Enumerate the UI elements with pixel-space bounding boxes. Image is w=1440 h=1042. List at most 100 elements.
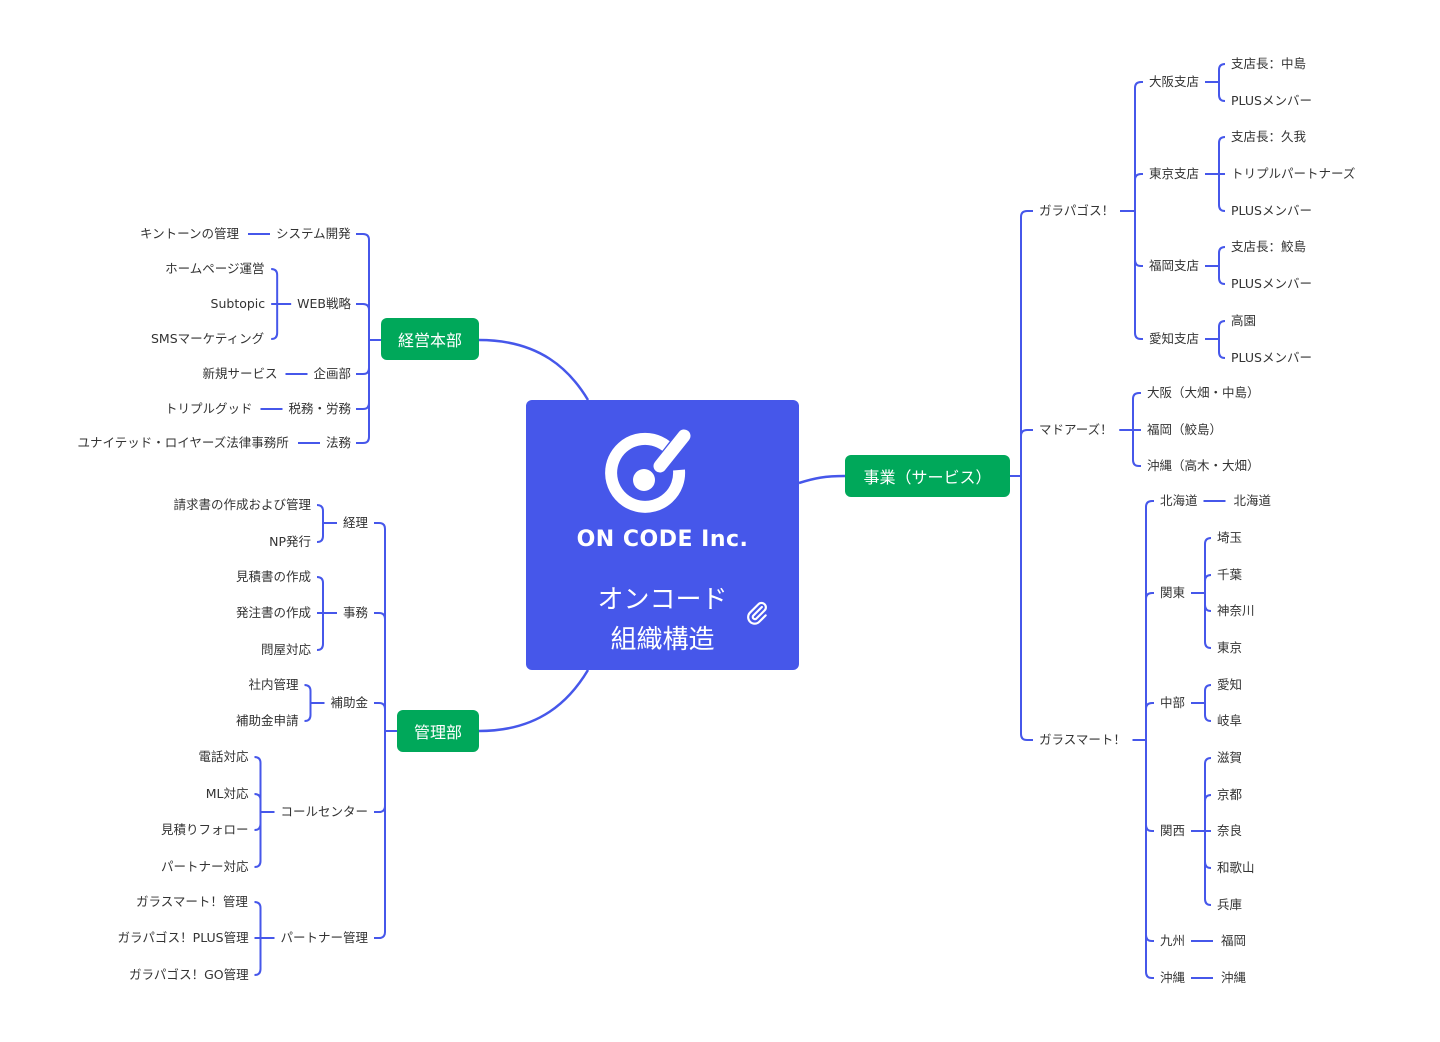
branch-item[interactable]: 沖縄 <box>1160 970 1186 985</box>
connector <box>1204 714 1212 722</box>
subtopic-item[interactable]: マドアーズ！ <box>1039 422 1113 437</box>
leaf-item[interactable]: PLUSメンバー <box>1231 276 1312 291</box>
leaf-item[interactable]: ガラスマート！管理 <box>135 894 248 909</box>
leaf-item[interactable]: 支店長：中島 <box>1231 56 1307 71</box>
subtopic-item[interactable]: ガラスマート！ <box>1039 732 1126 747</box>
connector <box>1134 332 1143 340</box>
connector <box>374 702 386 710</box>
connector <box>316 504 324 512</box>
leaf-item[interactable]: 岐阜 <box>1217 713 1243 728</box>
subtopic-item[interactable]: システム開発 <box>275 226 351 241</box>
leaf-item[interactable]: 支店長：鮫島 <box>1231 239 1307 254</box>
leaf-item[interactable]: 問屋対応 <box>260 642 311 657</box>
leaf-item[interactable]: ホームページ運営 <box>165 261 265 276</box>
subtopic-item[interactable]: 企画部 <box>313 366 351 381</box>
leaf-item[interactable]: 埼玉 <box>1217 530 1243 545</box>
leaf-item[interactable]: 和歌山 <box>1217 860 1255 875</box>
subtopic-item[interactable]: 事務 <box>342 605 368 620</box>
leaf-item[interactable]: 沖縄 <box>1221 970 1247 985</box>
leaf-item[interactable]: ML対応 <box>205 786 249 801</box>
connector <box>374 931 386 939</box>
leaf-item[interactable]: SMSマーケティング <box>151 331 265 346</box>
leaf-item[interactable]: PLUSメンバー <box>1231 93 1312 108</box>
leaf-item[interactable]: 高園 <box>1231 313 1257 328</box>
connector <box>1134 81 1143 89</box>
leaf-item[interactable]: 電話対応 <box>198 749 249 764</box>
branch-item[interactable]: 関東 <box>1160 585 1186 600</box>
connector <box>1020 429 1033 437</box>
leaf-item[interactable]: 奈良 <box>1217 823 1243 838</box>
leaf-item[interactable]: 京都 <box>1217 787 1243 802</box>
subtopic-item[interactable]: 法務 <box>325 435 351 450</box>
subtopic-item[interactable]: ガラパゴス！ <box>1039 203 1115 218</box>
main-topic-keiei[interactable]: 経営本部 <box>381 318 479 360</box>
branch-item[interactable]: 愛知支店 <box>1149 331 1200 346</box>
connector <box>1020 733 1033 741</box>
branch-item[interactable]: 福岡（鮫島） <box>1147 422 1223 437</box>
branch-item[interactable]: 関西 <box>1160 823 1186 838</box>
connector <box>1145 824 1154 832</box>
branch-item[interactable]: 福岡支店 <box>1149 258 1200 273</box>
leaf-item[interactable]: トリプルグッド <box>164 401 253 416</box>
leaf-item[interactable]: 東京 <box>1217 640 1243 655</box>
connector <box>356 233 370 241</box>
central-title: オンコード 組織構造 <box>526 580 799 660</box>
leaf-item[interactable]: パートナー対応 <box>160 859 249 874</box>
branch-item[interactable]: 東京支店 <box>1149 166 1200 181</box>
subtopic-item[interactable]: コールセンター <box>280 804 368 819</box>
leaf-item[interactable]: 社内管理 <box>248 677 299 692</box>
leaf-item[interactable]: ユナイテッド・ロイヤーズ法律事務所 <box>77 435 289 450</box>
leaf-item[interactable]: 千葉 <box>1217 567 1243 582</box>
leaf-item[interactable]: 北海道 <box>1233 493 1272 508</box>
subtopic-item[interactable]: 補助金 <box>330 695 368 710</box>
connector <box>1020 210 1033 218</box>
subtopic-item[interactable]: 税務・労務 <box>288 401 351 416</box>
leaf-item[interactable]: 兵庫 <box>1217 897 1243 912</box>
leaf-item[interactable]: Subtopic <box>210 296 266 311</box>
branch-item[interactable]: 沖縄（高木・大畑） <box>1147 458 1260 473</box>
connector <box>304 684 312 692</box>
subtopic-item[interactable]: WEB戦略 <box>297 296 351 311</box>
connector <box>1134 259 1143 267</box>
central-topic[interactable]: ON CODE Inc. オンコード 組織構造 <box>526 400 799 670</box>
connector <box>316 643 324 651</box>
connector <box>254 793 262 801</box>
leaf-item[interactable]: ガラパゴス！GO管理 <box>128 967 249 982</box>
connector <box>1132 392 1141 400</box>
leaf-item[interactable]: 請求書の作成および管理 <box>173 497 311 512</box>
connector <box>1204 684 1212 692</box>
leaf-item[interactable]: NP発行 <box>269 534 311 549</box>
connector <box>1145 592 1154 600</box>
leaf-item[interactable]: 見積書の作成 <box>235 569 311 584</box>
branch-item[interactable]: 北海道 <box>1160 493 1198 508</box>
leaf-item[interactable]: 神奈川 <box>1217 603 1255 618</box>
connector <box>1218 136 1226 144</box>
branch-item[interactable]: 九州 <box>1160 933 1186 948</box>
connector <box>254 756 262 764</box>
leaf-item[interactable]: PLUSメンバー <box>1231 203 1312 218</box>
leaf-item[interactable]: 見積りフォロー <box>160 822 249 837</box>
leaf-item[interactable]: 滋賀 <box>1217 750 1243 765</box>
leaf-item[interactable]: キントーンの管理 <box>139 226 239 241</box>
leaf-item[interactable]: 支店長：久我 <box>1231 129 1307 144</box>
connector <box>1204 641 1212 649</box>
subtopic-item[interactable]: 経理 <box>342 515 368 530</box>
leaf-item[interactable]: トリプルパートナーズ <box>1231 166 1356 181</box>
leaf-item[interactable]: 愛知 <box>1217 677 1243 692</box>
leaf-item[interactable]: ガラパゴス！PLUS管理 <box>117 930 249 945</box>
subtopic-item[interactable]: パートナー管理 <box>280 930 368 945</box>
connector <box>1218 63 1226 71</box>
branch-item[interactable]: 中部 <box>1160 695 1186 710</box>
paperclip-icon[interactable] <box>744 600 770 626</box>
leaf-item[interactable]: 補助金申請 <box>235 713 299 728</box>
branch-item[interactable]: 大阪支店 <box>1149 74 1200 89</box>
leaf-item[interactable]: 発注書の作成 <box>235 605 311 620</box>
connector <box>356 436 370 444</box>
leaf-item[interactable]: 福岡 <box>1221 933 1247 948</box>
branch-item[interactable]: 大阪（大畑・中島） <box>1147 385 1260 400</box>
main-topic-jigyo[interactable]: 事業（サービス） <box>845 455 1010 497</box>
leaf-item[interactable]: 新規サービス <box>202 366 278 381</box>
main-topic-kanri[interactable]: 管理部 <box>397 710 479 752</box>
leaf-item[interactable]: PLUSメンバー <box>1231 350 1312 365</box>
